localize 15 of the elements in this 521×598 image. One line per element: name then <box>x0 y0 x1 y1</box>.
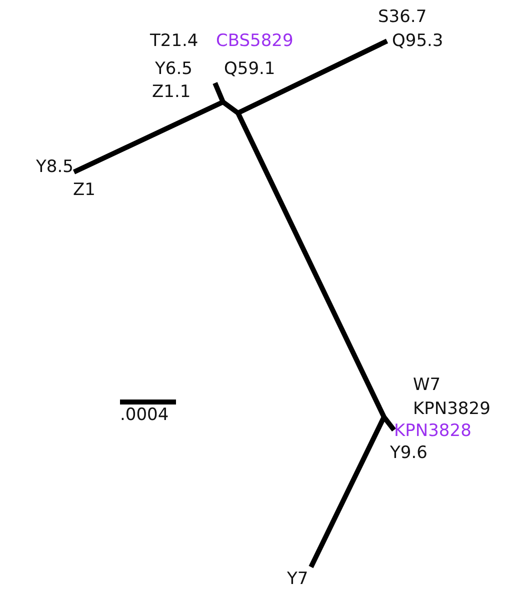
tip-label: T21.4 <box>150 33 198 50</box>
strain-label: KPN3829 <box>413 401 490 418</box>
tip-label: Q95.3 <box>392 33 444 50</box>
tip-label: Y6.5 <box>155 61 192 78</box>
tip-label: Y9.6 <box>390 445 428 462</box>
scale-value: .0004 <box>120 407 169 424</box>
strain-label: CBS5829 <box>216 33 294 50</box>
tip-label: Y8.5 <box>36 159 74 176</box>
tip-label: Y7 <box>287 571 308 588</box>
tip-label: Z1 <box>73 182 96 199</box>
tip-label: Z1.1 <box>152 84 191 101</box>
tip-label: Q59.1 <box>224 61 276 78</box>
strain-label: KPN3828 <box>394 423 472 440</box>
tip-label: S36.7 <box>378 9 427 26</box>
tip-label: W7 <box>413 377 441 394</box>
